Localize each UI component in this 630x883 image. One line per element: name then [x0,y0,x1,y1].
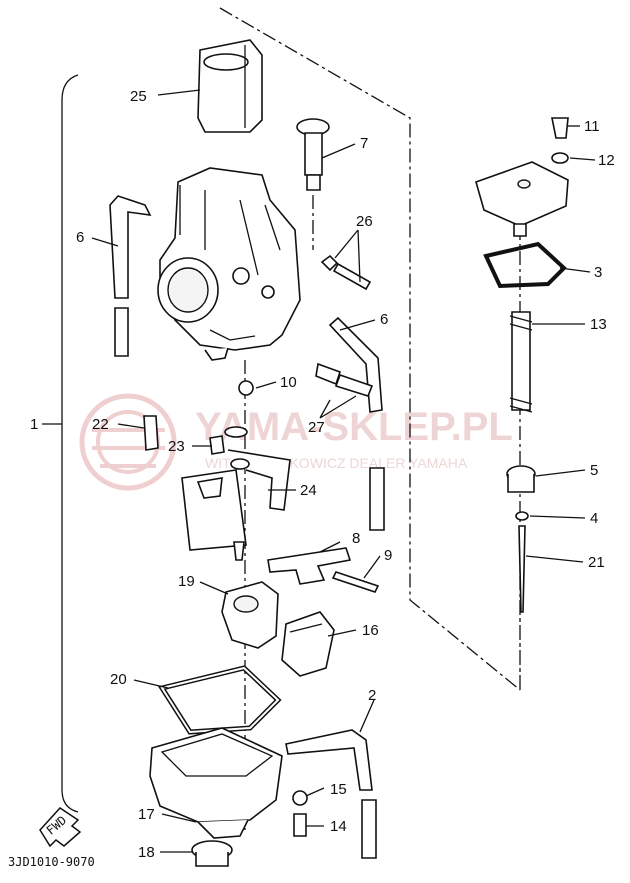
callout-13: 13 [590,316,607,333]
main-jet-part-23 [209,435,225,455]
callout-14: 14 [330,818,347,835]
leader-lines [42,89,596,853]
throttle-spring-part [509,311,533,413]
carburetor-body-part [157,167,301,361]
clip-part [515,511,529,521]
callout-18: 18 [138,844,155,861]
washer-part-15 [292,790,308,806]
needle-jet-holder-part [181,449,291,551]
jet-needle-part [518,525,526,613]
throttle-stop-screw-part [315,362,374,397]
callout-24: 24 [300,482,317,499]
callout-6-left: 6 [76,229,84,246]
screw-part-14 [293,813,307,837]
needle-holder-part [506,465,536,493]
callout-26: 26 [356,213,373,230]
callout-labels: 25 7 6 26 6 11 12 3 13 5 4 21 10 27 22 2… [30,88,615,861]
callout-5: 5 [590,462,598,479]
callout-12: 12 [598,152,615,169]
callout-16: 16 [362,622,379,639]
callout-3: 3 [594,264,602,281]
o-ring-part [224,426,248,438]
callout-6-right: 6 [380,311,388,328]
callout-15: 15 [330,781,347,798]
drain-hose-part [285,729,377,859]
drain-plug-part [191,840,233,867]
starter-plunger-part [296,118,330,191]
callout-25: 25 [130,88,147,105]
watermark-title: YAMA-SKLEP.PL [195,405,513,449]
callout-9-main: 9 [384,547,392,564]
watermark-logo [79,393,177,491]
assembly-bracket [61,74,79,813]
screw-part-11 [551,117,569,139]
washer-part-10 [238,380,254,396]
drawing-code: 3JD1010-9070 [8,855,95,869]
callout-2: 2 [368,687,376,704]
callout-7: 7 [360,135,368,152]
callout-17: 17 [138,806,155,823]
callout-11: 11 [584,118,600,135]
carburetor-cap-part [475,161,569,237]
callout-19: 19 [178,573,195,590]
callout-10: 10 [280,374,297,391]
float-part-19 [221,581,279,649]
cap-gasket-part [483,241,567,289]
callout-21: 21 [588,554,605,571]
float-pin-part [331,571,380,593]
washer-part-12 [551,152,569,164]
float-bowl-gasket-part [158,665,282,735]
callout-20: 20 [110,671,127,688]
needle-group-outline [219,7,521,691]
forward-arrow-icon: FWD [39,807,82,848]
callout-27: 27 [308,419,325,436]
float-arm-part-8 [267,547,352,585]
throttle-slide-part [197,39,263,133]
pilot-screw-part [320,254,372,291]
float-valve-part [233,541,245,561]
callout-22: 22 [92,416,109,433]
callout-8: 8 [352,530,360,547]
callout-23: 23 [168,438,185,455]
vent-hose-upper-part [109,195,152,357]
callout-1: 1 [30,416,38,433]
float-cover-part-16 [281,611,335,677]
jet-part-22 [143,415,159,451]
callout-4: 4 [590,510,598,527]
float-bowl-part [149,727,283,839]
